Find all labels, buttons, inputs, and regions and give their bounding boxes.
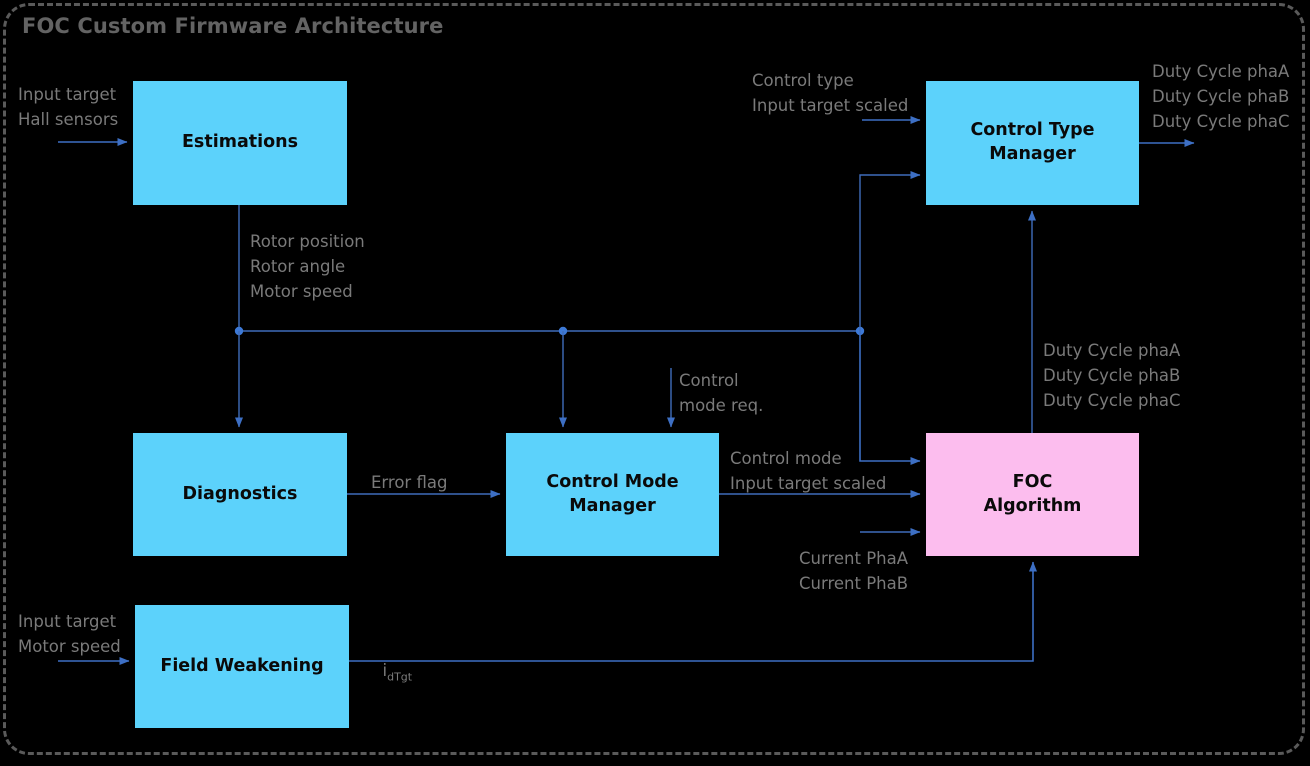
block-control-mode-manager-label: Control Mode Manager: [546, 471, 679, 516]
block-estimations[interactable]: Estimations: [133, 81, 347, 205]
block-diagnostics[interactable]: Diagnostics: [133, 433, 347, 556]
block-control-type-manager-label: Control Type Manager: [970, 120, 1095, 164]
label-foc-current-inputs: Current PhaA Current PhaB: [799, 549, 909, 594]
wire-bus-to-control-type-manager: [859, 171, 921, 331]
block-control-type-manager[interactable]: Control Type Manager: [926, 81, 1139, 205]
label-error-flag: Error flag: [371, 473, 448, 492]
label-field-weakening-inputs: Input target Motor speed: [18, 612, 121, 657]
block-diagnostics-label: Diagnostics: [182, 483, 298, 504]
idtgt-subscript: dTgt: [387, 670, 413, 684]
label-control-type-outputs: Duty Cycle phaA Duty Cycle phaB Duty Cyc…: [1152, 62, 1290, 132]
block-control-mode-manager[interactable]: Control Mode Manager: [506, 433, 719, 556]
wire-field-weakening-to-foc: [349, 561, 1037, 662]
label-control-type-inputs: Control type Input target scaled: [752, 71, 909, 116]
block-field-weakening-label: Field Weakening: [160, 655, 324, 676]
label-estimations-inputs: Input target Hall sensors: [18, 85, 119, 130]
label-control-mode-req: Control mode req.: [679, 371, 764, 416]
block-foc-algorithm-label: FOC Algorithm: [983, 471, 1082, 516]
label-foc-control-inputs: Control mode Input target scaled: [730, 449, 887, 494]
label-estimations-outputs: Rotor position Rotor angle Motor speed: [250, 232, 365, 302]
label-idtgt: idTgt: [372, 633, 413, 686]
block-estimations-label: Estimations: [181, 132, 299, 153]
block-field-weakening[interactable]: Field Weakening: [135, 605, 349, 728]
wire-bus-to-foc-algorithm: [859, 331, 921, 465]
page-title: FOC Custom Firmware Architecture: [22, 14, 444, 38]
idtgt-base: i: [382, 661, 388, 681]
block-foc-algorithm[interactable]: FOC Algorithm: [926, 433, 1139, 556]
label-foc-duty-outputs: Duty Cycle phaA Duty Cycle phaB Duty Cyc…: [1043, 341, 1181, 411]
